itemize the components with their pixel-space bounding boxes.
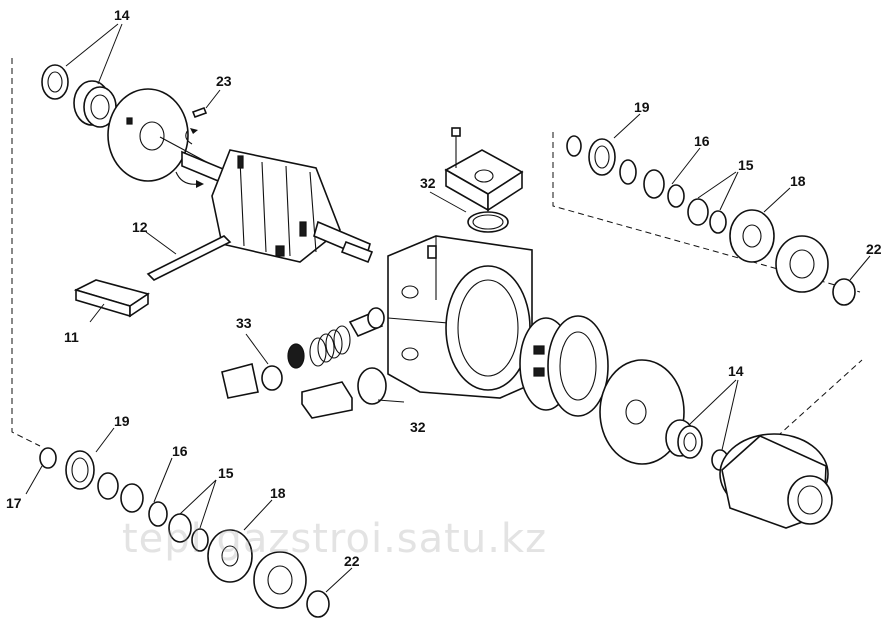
callout-12: 12	[132, 219, 148, 235]
double-seal-14	[73, 80, 117, 128]
vane-11	[73, 279, 150, 318]
callout-32-bottom: 32	[410, 419, 426, 435]
valve-cap-right	[301, 381, 353, 419]
callout-18-top: 18	[790, 173, 806, 189]
callout-33: 33	[236, 315, 252, 331]
rotor-shaft-assembly	[159, 136, 374, 264]
bearing-stack-bottom	[39, 447, 330, 618]
spring-33	[287, 343, 305, 369]
bearing-bracket	[719, 433, 833, 529]
callout-22-bottom: 22	[344, 553, 360, 569]
bearing-stack-top	[566, 135, 856, 306]
pump-casing	[387, 235, 533, 399]
o-ring-33	[261, 365, 283, 391]
o-ring-32-top	[467, 211, 509, 233]
callout-17: 17	[6, 495, 22, 511]
callout-19-top: 19	[634, 99, 650, 115]
valve-cap-left	[221, 363, 259, 399]
callout-19-bottom: 19	[114, 413, 130, 429]
end-plate-right	[599, 359, 685, 465]
top-flange-cover	[444, 149, 524, 212]
cam-liner	[519, 315, 609, 417]
callout-32-top: 32	[420, 175, 436, 191]
drive-key-23	[191, 106, 208, 119]
assembly-guide-lines	[11, 58, 863, 471]
callout-18-bottom: 18	[270, 485, 286, 501]
callout-23: 23	[216, 73, 232, 89]
leader-lines	[25, 23, 871, 593]
o-ring-32-bottom	[357, 367, 387, 405]
callout-14-right: 14	[728, 363, 744, 379]
seal-14-right	[665, 419, 703, 459]
callout-15-bottom: 15	[218, 465, 234, 481]
relief-spring	[309, 325, 351, 367]
watermark-text: tepl gazstroi.satu.kz	[122, 516, 547, 562]
callout-15-top: 15	[738, 157, 754, 173]
callout-16-bottom: 16	[172, 443, 188, 459]
end-plate-left	[107, 88, 189, 182]
seal-ring-14-left	[41, 64, 69, 100]
valve-poppet	[348, 307, 385, 338]
rotation-arrow-icon	[175, 128, 204, 188]
callout-11: 11	[64, 329, 79, 345]
callout-16-top: 16	[694, 133, 710, 149]
callout-22-top: 22	[866, 241, 882, 257]
callout-labels: 14 23 12 11 33 32 32 19 16 15 18 22 14 1…	[6, 7, 882, 569]
pin-12	[146, 235, 232, 281]
flange-bolt	[451, 127, 461, 168]
callout-14-top: 14	[114, 7, 130, 23]
